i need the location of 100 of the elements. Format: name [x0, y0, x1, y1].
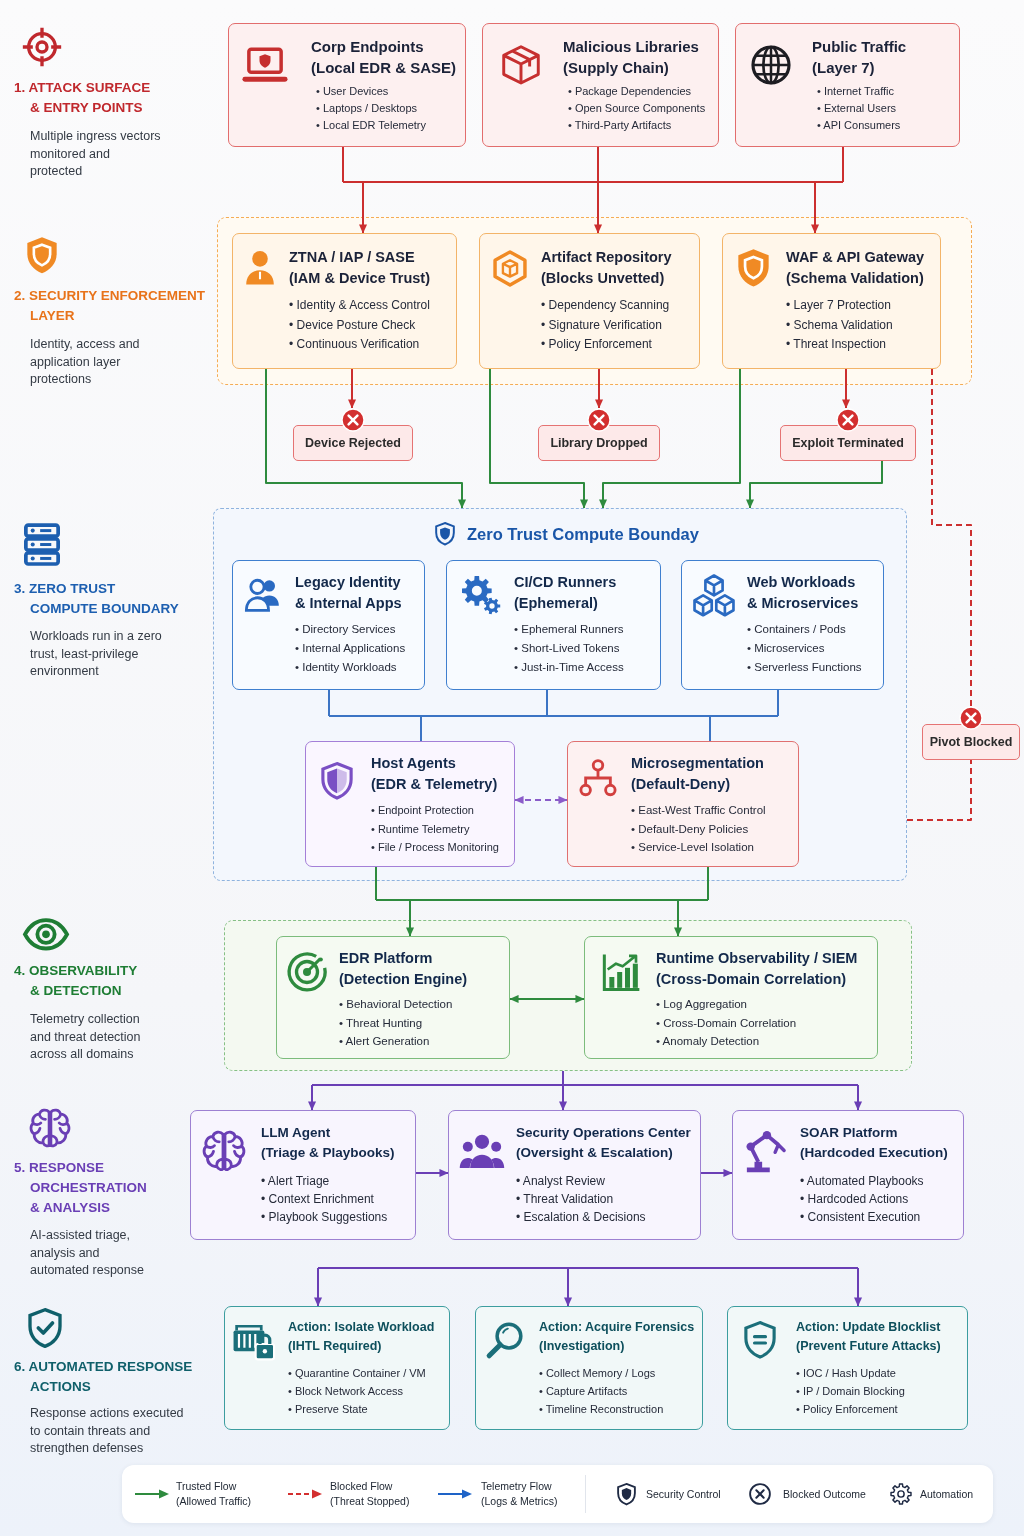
card-title: ZTNA / IAP / SASE (IAM & Device Trust) — [289, 248, 430, 288]
connector-line — [342, 146, 344, 183]
action-card — [475, 1306, 703, 1430]
card-title: SOAR Platform (Hardcoded Execution) — [800, 1124, 948, 1162]
list-item: • Internet Traffic — [817, 84, 895, 99]
card-title: Artifact Repository (Blocks Unvetted) — [541, 248, 672, 288]
arrow — [853, 1267, 863, 1307]
list-item: • Consistent Execution — [800, 1209, 921, 1226]
connector-line — [842, 146, 844, 183]
arrow — [489, 368, 589, 509]
arrow — [673, 899, 683, 937]
list-item: • Package Dependencies — [568, 84, 692, 99]
arrow — [405, 899, 415, 937]
section-heading: 4. OBSERVABILITY & DETECTION — [14, 962, 138, 1000]
card-title: LLM Agent (Triage & Playbooks) — [261, 1124, 395, 1162]
list-item: • Capture Artifacts — [539, 1384, 628, 1399]
workload-card — [446, 560, 661, 690]
list-item: • Hardcoded Actions — [800, 1191, 909, 1208]
section-heading: 5. RESPONSE ORCHESTRATION & ANALYSIS — [14, 1159, 147, 1217]
list-item: • Ephemeral Runners — [514, 622, 624, 637]
outcome-label: Device Rejected — [305, 436, 401, 450]
list-item: • Serverless Functions — [747, 660, 862, 675]
outcome-label: Exploit Terminated — [792, 436, 904, 450]
arrow — [853, 1084, 863, 1111]
arrow — [307, 1084, 317, 1111]
list-item: • Threat Hunting — [339, 1015, 423, 1031]
enforcement-zone — [217, 217, 972, 385]
card-title: Corp Endpoints (Local EDR & SASE) — [311, 37, 457, 78]
list-item: • Signature Verification — [541, 316, 662, 334]
workload-card — [681, 560, 884, 690]
list-item: • Device Posture Check — [289, 316, 416, 334]
list-item: • Layer 7 Protection — [786, 297, 891, 314]
list-item: • Open Source Components — [568, 101, 706, 116]
section-description: Response actions executed to contain threats and strengthen defenses — [30, 1405, 184, 1457]
arrow — [841, 368, 851, 409]
card-title: Action: Update Blocklist (Prevent Future Attacks) — [796, 1319, 941, 1355]
arrow — [358, 181, 368, 234]
list-item: • File / Process Monitoring — [371, 840, 499, 855]
observability-zone — [224, 920, 912, 1071]
section-heading: 6. AUTOMATED RESPONSE ACTIONS — [14, 1358, 193, 1396]
list-item: • Alert Triage — [261, 1173, 330, 1190]
detection-card — [584, 936, 878, 1059]
list-item: • Timeline Reconstruction — [539, 1402, 664, 1417]
workload-card — [232, 560, 425, 690]
list-item: • Identity & Access Control — [289, 297, 430, 314]
legend-label: Automation — [920, 1486, 974, 1502]
control-card — [232, 233, 457, 369]
entry-point-card — [735, 23, 960, 147]
card-title: Host Agents (EDR & Telemetry) — [371, 754, 498, 794]
legend-label: Trusted Flow (Allowed Traffic) — [176, 1479, 252, 1509]
list-item: • Policy Enforcement — [796, 1402, 898, 1417]
arrow — [347, 368, 357, 409]
list-item: • Threat Inspection — [786, 336, 887, 353]
action-card — [224, 1306, 450, 1430]
list-item: • IOC / Hash Update — [796, 1366, 896, 1381]
list-item: • Service-Level Isolation — [631, 840, 754, 855]
card-title: Web Workloads & Microservices — [747, 573, 859, 613]
list-item: • Block Network Access — [288, 1384, 404, 1399]
list-item: • User Devices — [316, 84, 389, 99]
detection-card — [276, 936, 510, 1059]
connector-line — [546, 689, 548, 717]
connector-line — [317, 1267, 859, 1269]
arrow — [265, 368, 467, 509]
arrow — [313, 1267, 323, 1307]
section-description: Telemetry collection and threat detection across all domains — [30, 1011, 141, 1063]
arrow — [563, 1267, 573, 1307]
list-item: • Log Aggregation — [656, 997, 747, 1012]
list-item: • Threat Validation — [516, 1191, 614, 1208]
legend-label: Blocked Flow (Threat Stopped) — [330, 1479, 410, 1509]
arrow — [810, 181, 820, 234]
list-item: • Endpoint Protection — [371, 803, 474, 818]
entry-point-card — [482, 23, 719, 147]
arrow — [598, 368, 741, 509]
arrow — [558, 1084, 568, 1111]
section-heading: 2. SECURITY ENFORCEMENT LAYER — [14, 287, 206, 325]
list-item: • Laptops / Desktops — [316, 101, 418, 116]
dashed-connector-line — [931, 368, 972, 707]
section-heading: 1. ATTACK SURFACE & ENTRY POINTS — [14, 79, 151, 117]
card-title: Legacy Identity & Internal Apps — [295, 573, 402, 613]
dashed-double-arrow — [514, 795, 568, 805]
card-title: Microsegmentation (Default-Deny) — [631, 754, 764, 794]
boundary-zone — [213, 508, 907, 881]
legend-label: Telemetry Flow (Logs & Metrics) — [481, 1479, 558, 1509]
list-item: • Containers / Pods — [747, 622, 846, 637]
entry-point-card — [228, 23, 466, 147]
list-item: • Dependency Scanning — [541, 297, 670, 314]
connector-line — [342, 181, 844, 183]
list-item: • East-West Traffic Control — [631, 803, 766, 818]
card-title: Malicious Libraries (Supply Chain) — [563, 37, 699, 78]
list-item: • Local EDR Telemetry — [316, 118, 427, 133]
list-item: • External Users — [817, 101, 897, 116]
connector-line — [328, 715, 779, 717]
list-item: • Policy Enforcement — [541, 336, 652, 353]
connector-line — [328, 689, 330, 717]
card-title: Public Traffic (Layer 7) — [812, 37, 907, 78]
connector-line — [420, 715, 422, 742]
connector-line — [597, 146, 599, 183]
list-item: • IP / Domain Blocking — [796, 1384, 905, 1399]
legend-label: Blocked Outcome — [783, 1486, 866, 1502]
list-item: • Runtime Telemetry — [371, 821, 470, 837]
